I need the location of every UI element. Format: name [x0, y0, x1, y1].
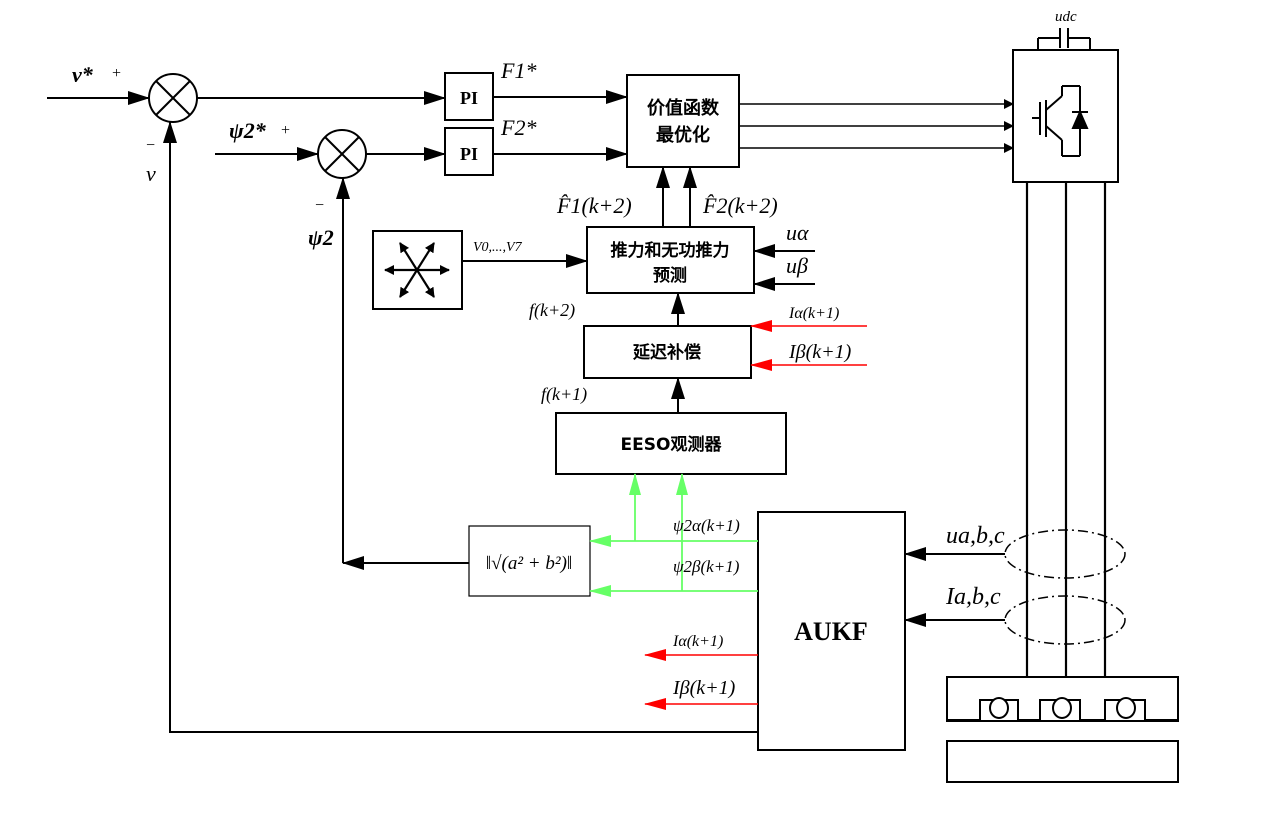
linear-motor-icon — [946, 676, 1179, 783]
flux-feedback-sign: − — [315, 197, 324, 214]
pi-block-2-label: PI — [460, 144, 478, 164]
u-dc-label: udc — [1055, 9, 1077, 25]
sum-junction-flux — [317, 129, 367, 179]
cost-function-label-1: 价值函数 — [647, 97, 720, 119]
f-k2-label: f(k+2) — [529, 300, 575, 321]
psi2-beta-label: ψ2β(k+1) — [673, 557, 740, 576]
aukf-block — [757, 511, 906, 751]
u-abc-label: ua,b,c — [946, 523, 1005, 549]
flux-reference-label: ψ2* — [229, 118, 267, 143]
I-alpha-bottom-label: Iα(k+1) — [672, 633, 723, 650]
cost-function-block — [626, 74, 740, 168]
dc-link-capacitor-icon — [1037, 28, 1091, 50]
I-beta-top-label: Iβ(k+1) — [788, 341, 852, 363]
inverter-block — [1012, 49, 1119, 183]
flux-reference-sign: + — [281, 122, 290, 139]
prediction-label-1: 推力和无功推力 — [611, 240, 730, 261]
u-alpha-label: uα — [786, 220, 809, 245]
speed-reference-sign: + — [112, 65, 121, 82]
sum-junction-speed — [148, 73, 198, 123]
speed-feedback-sign: − — [146, 137, 155, 154]
voltage-vectors-label: V0,...,V7 — [473, 240, 523, 255]
psi2-alpha-label: ψ2α(k+1) — [673, 516, 740, 535]
cost-function-label-2: 最优化 — [656, 124, 710, 146]
current-arrows — [644, 320, 867, 710]
F1-estimate-label: F̂1(k+2) — [556, 193, 632, 218]
pi-block-1-label: PI — [460, 88, 478, 108]
magnitude-label: ‖√(a² + b²)‖ — [486, 553, 572, 574]
I-beta-bottom-label: Iβ(k+1) — [672, 677, 736, 699]
eeso-observer-label: EESO观测器 — [621, 434, 723, 455]
delay-compensation-block — [583, 325, 752, 379]
u-beta-label: uβ — [786, 253, 808, 278]
voltage-vector-star-icon — [384, 242, 450, 298]
F2-estimate-label: F̂2(k+2) — [702, 193, 778, 218]
I-alpha-top-label: Iα(k+1) — [788, 305, 839, 322]
delay-compensation-label: 延迟补偿 — [632, 342, 701, 363]
signal-wires — [47, 90, 1014, 733]
eeso-observer-block — [555, 412, 787, 475]
igbt-switch-icon — [1032, 85, 1089, 157]
measurement-probes — [1004, 529, 1126, 645]
aukf-label: AUKF — [794, 617, 868, 646]
f-k1-label: f(k+1) — [541, 384, 587, 405]
speed-reference-label: v* — [72, 62, 94, 87]
phase-lines — [1025, 182, 1107, 677]
flux-feedback-label: ψ2 — [308, 225, 334, 250]
speed-feedback-label: v — [146, 161, 156, 186]
flux-arrows — [589, 473, 758, 597]
magnitude-block — [468, 525, 591, 597]
F1-reference-label: F1* — [500, 58, 536, 83]
F2-reference-label: F2* — [500, 115, 536, 140]
I-abc-label: Ia,b,c — [945, 584, 1001, 610]
prediction-label-2: 预测 — [653, 265, 687, 286]
